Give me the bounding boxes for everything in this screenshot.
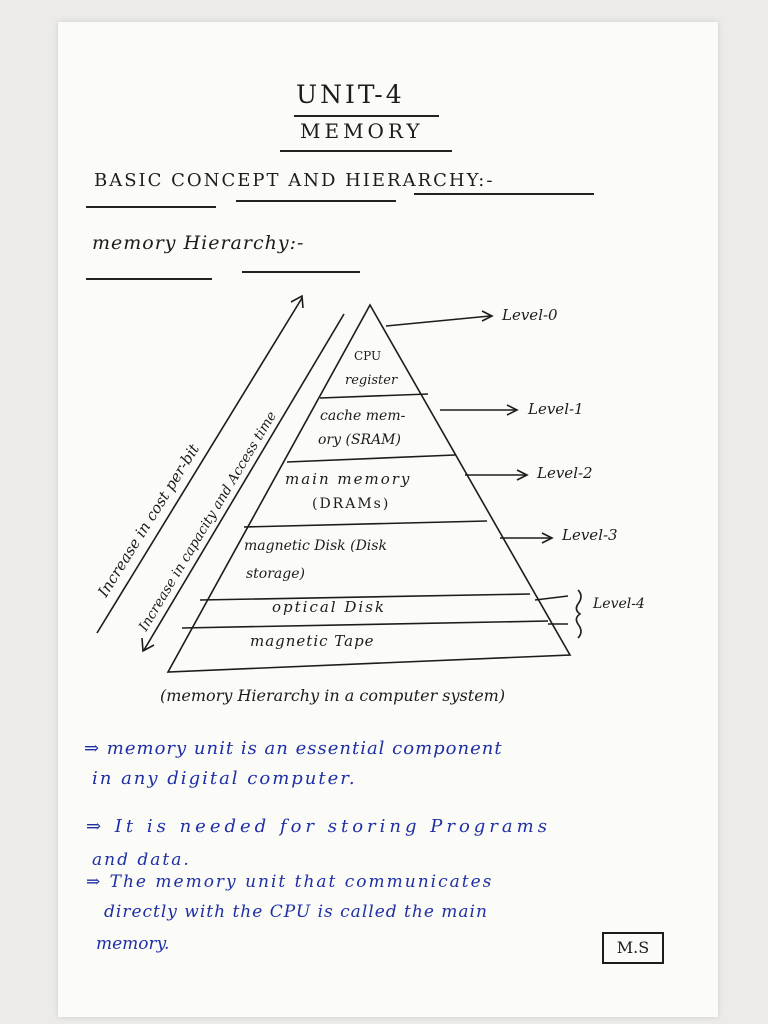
pyramid-divider-4 (199, 593, 531, 601)
level-3-label: Level-3 (561, 526, 618, 544)
signature-text: M.S (616, 938, 650, 957)
subsection-underline-2 (242, 271, 360, 273)
note-2-line-1: ⇒ It is needed for storing Programs (86, 816, 551, 837)
note-1-line-2: in any digital computer. (92, 768, 357, 789)
subject-heading: MEMORY (300, 119, 424, 143)
layer-cache-line1: cache mem- (320, 408, 406, 424)
level-0-arrow (385, 315, 491, 327)
layer-cache-line2: ory (SRAM) (318, 432, 401, 448)
layer-magnetic-disk-line1: magnetic Disk (Disk (244, 538, 387, 554)
level-2-label: Level-2 (536, 464, 593, 482)
layer-main-memory-line1: main memory (285, 470, 411, 488)
pyramid-divider-5 (181, 620, 549, 629)
subsection-underline-1 (86, 278, 212, 280)
section-title: BASIC CONCEPT AND HIERARCHY:- (94, 170, 495, 191)
section-underline-2 (236, 200, 396, 202)
layer-magnetic-disk-line2: storage) (246, 566, 305, 582)
note-1-line-1: ⇒ memory unit is an essential component (84, 738, 503, 759)
level-4-arrow-a (534, 595, 569, 601)
cost-arrow-line (96, 297, 303, 634)
note-2-line-2: and data. (92, 850, 191, 870)
unit-heading: UNIT-4 (296, 80, 405, 109)
capacity-arrow-line (143, 313, 345, 651)
capacity-arrow-head (141, 637, 155, 653)
cost-arrow-head (290, 294, 304, 309)
pyramid-outline (166, 303, 572, 673)
level-4-brace (575, 589, 582, 639)
pyramid-divider-3 (243, 520, 488, 528)
level-1-label: Level-1 (527, 400, 584, 418)
note-3-line-1: ⇒ The memory unit that communicates (86, 872, 494, 892)
diagram-caption: (memory Hierarchy in a computer system) (160, 686, 506, 705)
subject-underline (280, 150, 452, 152)
pyramid-divider-2 (286, 454, 456, 463)
level-4-label: Level-4 (592, 596, 645, 612)
subsection-title: memory Hierarchy:- (92, 232, 305, 254)
layer-cpu-register-line1: CPU (354, 349, 381, 363)
note-3-line-3: memory. (96, 934, 170, 954)
layer-main-memory-line2: (DRAMs) (312, 496, 390, 512)
section-underline-1 (86, 206, 216, 208)
pyramid-divider-1 (319, 393, 429, 399)
layer-magnetic-tape: magnetic Tape (250, 632, 375, 650)
signature-box: M.S (602, 932, 664, 964)
layer-cpu-register-line2: register (345, 373, 398, 388)
unit-underline (294, 115, 439, 117)
level-0-label: Level-0 (501, 306, 558, 324)
note-3-line-2: directly with the CPU is called the main (104, 902, 488, 922)
notebook-page (58, 22, 718, 1017)
section-underline-3 (414, 193, 594, 195)
layer-optical-disk: optical Disk (272, 598, 386, 616)
